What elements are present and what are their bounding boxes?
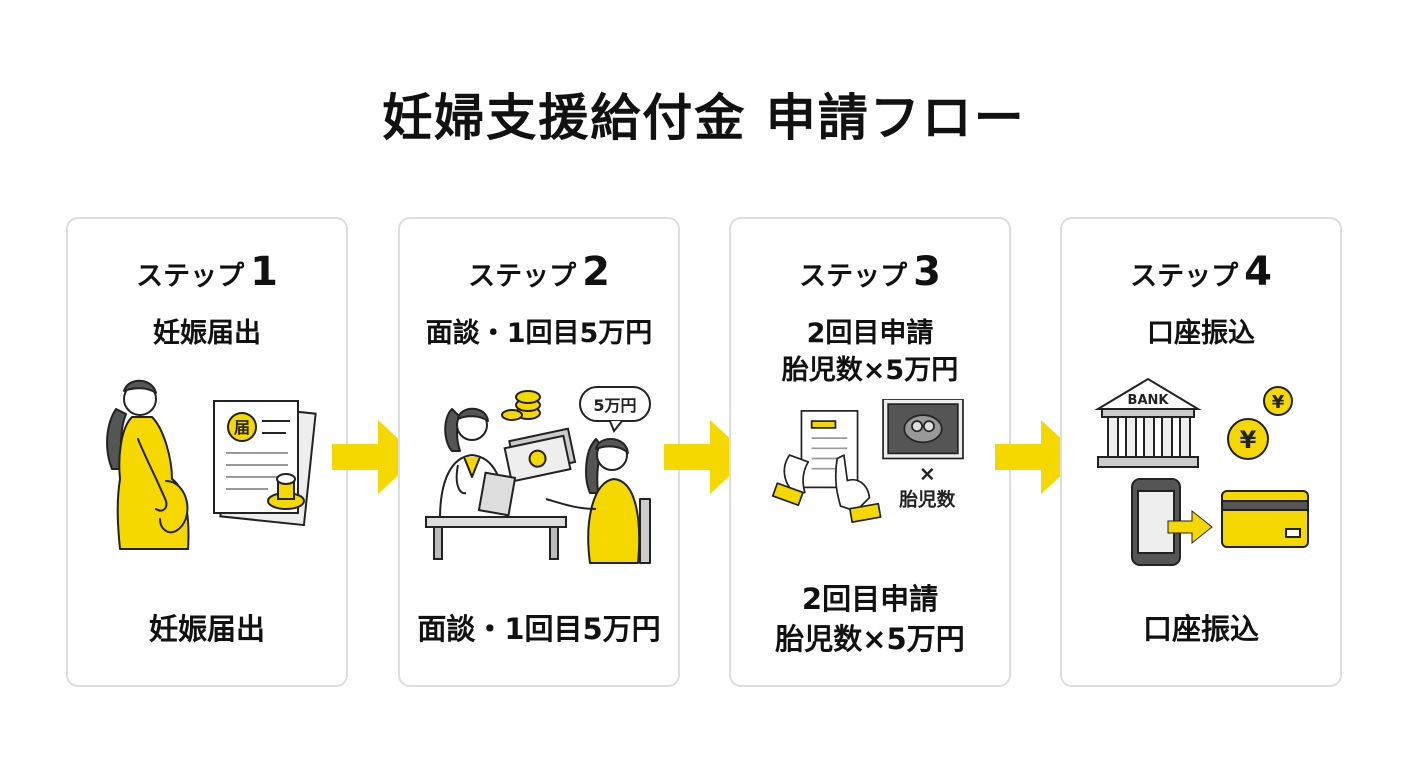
smartphone-icon xyxy=(1131,478,1181,566)
form-icon xyxy=(800,410,859,489)
step-subtitle: 口座振込 xyxy=(1147,318,1255,349)
money-icon xyxy=(503,427,577,483)
step-subtitle: 2回目申請 胎児数×5万円 xyxy=(781,318,959,386)
step-caption: 2回目申請 胎児数×5万円 xyxy=(775,582,965,656)
flow-arrow-3 xyxy=(995,420,1081,494)
doctor-icon xyxy=(439,407,517,520)
step-number: 2 xyxy=(582,249,610,295)
step-number: 3 xyxy=(913,249,941,295)
step-caption: 面談・1回目5万円 xyxy=(417,612,661,646)
step-subtitle: 面談・1回目5万円 xyxy=(425,318,653,349)
credit-card-icon xyxy=(1221,490,1309,548)
step-illustration-4: BANK ¥ ¥ xyxy=(1094,377,1309,566)
step-illustration-1: 届 xyxy=(106,379,317,550)
stamp-icon xyxy=(267,473,305,510)
bank-icon: BANK xyxy=(1094,377,1202,468)
woman-icon xyxy=(545,438,651,564)
document-stamp-label: 届 xyxy=(234,418,250,437)
ultrasound-icon xyxy=(882,399,964,460)
step-number: 4 xyxy=(1244,249,1272,295)
transfer-arrow xyxy=(1167,509,1213,545)
multiplier-label: 胎児数 xyxy=(899,489,955,511)
svg-text:¥: ¥ xyxy=(1240,426,1257,454)
bubble-text: 5万円 xyxy=(593,396,636,415)
step-illustration-2: 5万円 xyxy=(425,386,651,564)
multiplier-sign: × xyxy=(919,462,936,486)
step-caption: 口座振込 xyxy=(1142,612,1259,646)
flow-arrow-2 xyxy=(664,420,750,494)
page-title: 妊婦支援給付金 申請フロー xyxy=(382,89,1026,147)
desk xyxy=(425,516,567,560)
coins-icon xyxy=(501,390,541,421)
step-subtitle: 妊娠届出 xyxy=(153,318,261,349)
flow-arrow-1 xyxy=(332,420,418,494)
step-caption: 妊娠届出 xyxy=(148,612,265,646)
speech-bubble: 5万円 xyxy=(579,386,651,433)
step-number: 1 xyxy=(250,249,278,295)
hand-icon xyxy=(771,454,882,523)
pregnant-woman-icon xyxy=(106,379,190,550)
bank-label: BANK xyxy=(1128,393,1170,408)
yen-coin-icon: ¥ ¥ xyxy=(1227,386,1293,460)
svg-text:¥: ¥ xyxy=(1272,392,1285,413)
step-illustration-3: × 胎児数 xyxy=(771,399,964,523)
